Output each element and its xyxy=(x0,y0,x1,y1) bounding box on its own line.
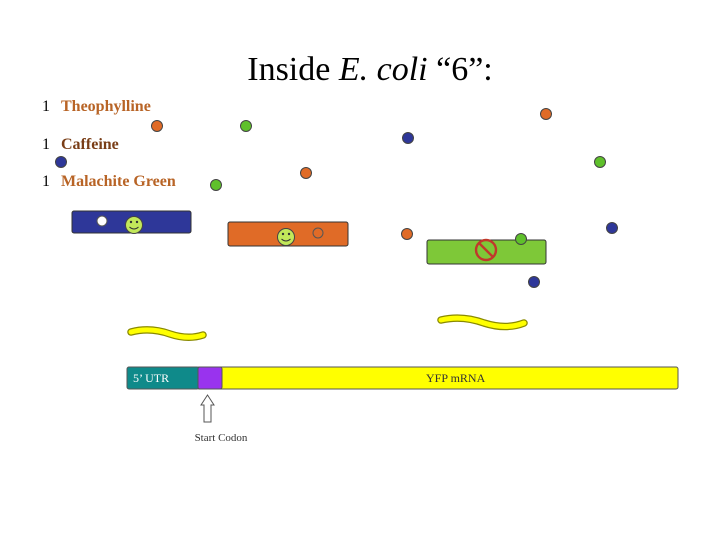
riboswitch-orange xyxy=(227,221,349,247)
no-entry-icon xyxy=(474,238,498,262)
malachite-green-molecule xyxy=(594,156,606,168)
legend-label-malachite-green: Malachite Green xyxy=(61,173,176,190)
legend-label-caffeine: Caffeine xyxy=(61,136,119,153)
page-title: Inside E. coli “6”: xyxy=(247,51,493,88)
smiley-face-icon xyxy=(277,228,295,246)
legend-count-theophylline: 1 xyxy=(42,98,50,115)
legend-count-caffeine: 1 xyxy=(42,136,50,153)
theophylline-molecule xyxy=(401,228,413,240)
legend: 1 Theophylline 1 Caffeine 1 Malachite Gr… xyxy=(42,98,176,190)
free-molecules xyxy=(55,108,618,288)
caffeine-molecule xyxy=(606,222,618,234)
theophylline-molecule xyxy=(540,108,552,120)
smiley-face-icon xyxy=(125,216,143,234)
legend-count-malachite-green: 1 xyxy=(42,173,50,190)
start-codon-segment xyxy=(197,366,223,390)
malachite-green-molecule xyxy=(210,179,222,191)
malachite-green-molecule xyxy=(240,120,252,132)
rna-strand-left-fill xyxy=(128,327,206,340)
start-codon-label: Start Codon xyxy=(195,432,248,444)
legend-label-theophylline: Theophylline xyxy=(61,98,151,115)
rna-strand-right xyxy=(438,315,527,329)
riboswitch-blue xyxy=(71,210,192,234)
empty-binding-site-icon xyxy=(312,227,324,239)
theophylline-molecule xyxy=(300,167,312,179)
caffeine-molecule xyxy=(402,132,414,144)
caffeine-molecule xyxy=(528,276,540,288)
theophylline-molecule xyxy=(151,120,163,132)
yfp-mrna-label: YFP mRNA xyxy=(426,371,486,385)
up-arrow-icon xyxy=(200,394,215,423)
empty-binding-site-icon xyxy=(96,215,108,227)
caffeine-molecule xyxy=(55,156,67,168)
utr-label: 5’ UTR xyxy=(133,371,169,385)
mrna-construct: 5’ UTR YFP mRNA xyxy=(126,366,679,390)
riboswitch-green xyxy=(426,233,547,265)
malachite-green-molecule xyxy=(515,233,527,245)
